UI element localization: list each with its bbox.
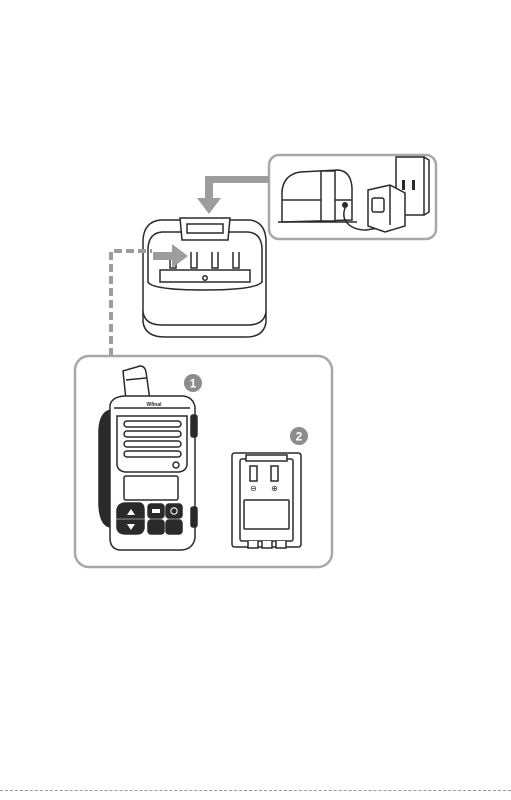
callout-battery: 2 (290, 427, 308, 445)
battery-label-area (244, 500, 289, 529)
connection-arrow (197, 176, 269, 214)
radio-brand: Wfinal (147, 402, 163, 408)
ptt-side-button (99, 410, 111, 527)
power-button (166, 504, 182, 518)
page-bottom-rule (0, 790, 511, 791)
power-adapter (368, 185, 405, 232)
callout-radio: 1 (184, 374, 202, 392)
callout-radio-number: 1 (190, 377, 197, 391)
radio-antenna (123, 366, 150, 400)
charger-side-view (278, 170, 357, 222)
radio-keypad (117, 503, 182, 534)
radio-display (124, 476, 178, 500)
battery-minus-symbol: ⊖ (250, 484, 257, 493)
battery-plus-symbol: ⊕ (271, 484, 278, 493)
battery-pack: ⊖ ⊕ (232, 453, 301, 548)
callout-battery-number: 2 (296, 430, 303, 444)
desktop-charger (143, 218, 266, 337)
adapter-panel (269, 155, 436, 239)
